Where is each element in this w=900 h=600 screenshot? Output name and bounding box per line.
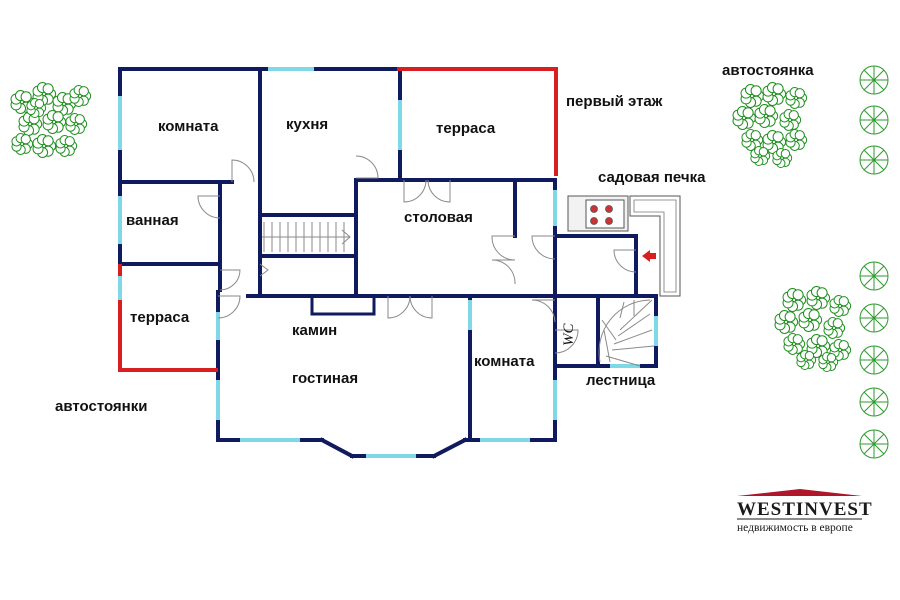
tree-icon bbox=[69, 84, 92, 108]
arrow-icon bbox=[642, 250, 656, 262]
logo-tagline: недвижимость в европе bbox=[737, 522, 853, 534]
logo-name: WESTINVEST bbox=[737, 499, 873, 520]
tree-icon bbox=[818, 351, 839, 373]
tree-icon bbox=[859, 345, 889, 375]
tree-icon bbox=[42, 110, 67, 134]
garden-stove bbox=[567, 195, 681, 297]
tree-icon bbox=[859, 429, 889, 459]
tree-icon bbox=[32, 134, 57, 158]
label-bathroom: ванная bbox=[126, 212, 179, 229]
westinvest-logo: WESTINVEST недвижимость в европе bbox=[737, 489, 873, 534]
tree-icon bbox=[798, 308, 823, 332]
tree-column-top bbox=[859, 65, 889, 175]
roof-icon bbox=[737, 489, 862, 496]
tree-icon bbox=[750, 145, 771, 167]
tree-icon bbox=[859, 145, 889, 175]
label-first-floor: первый этаж bbox=[566, 93, 663, 110]
tree-icon bbox=[11, 132, 34, 156]
tree-icon bbox=[806, 286, 831, 310]
tree-cluster-top-right bbox=[732, 82, 808, 169]
tree-icon bbox=[52, 92, 77, 116]
tree-icon bbox=[796, 349, 817, 371]
tree-icon bbox=[732, 106, 757, 130]
tree-icon bbox=[785, 86, 808, 110]
label-room-right: комната bbox=[474, 353, 535, 370]
label-room-top-left: комната bbox=[158, 118, 219, 135]
tree-icon bbox=[762, 82, 787, 106]
tree-cluster-left bbox=[10, 82, 92, 158]
tree-icon bbox=[859, 105, 889, 135]
tree-icon bbox=[55, 134, 78, 158]
label-terrace-left: терраса bbox=[130, 309, 190, 326]
tree-icon bbox=[785, 128, 808, 152]
tree-icon bbox=[779, 108, 802, 132]
label-dining: столовая bbox=[404, 209, 473, 226]
label-terrace-top: терраса bbox=[436, 120, 496, 137]
label-stairs: лестница bbox=[586, 372, 656, 389]
label-living: гостиная bbox=[292, 370, 358, 387]
label-kitchen: кухня bbox=[286, 116, 328, 133]
windows bbox=[118, 67, 658, 458]
tree-icon bbox=[823, 316, 846, 340]
tree-column-right bbox=[859, 261, 889, 459]
label-fireplace: камин bbox=[292, 322, 337, 339]
tree-icon bbox=[772, 147, 793, 169]
tree-icon bbox=[762, 130, 787, 154]
tree-icon bbox=[774, 310, 799, 334]
spiral-staircase bbox=[598, 299, 655, 367]
tree-cluster-right bbox=[774, 286, 852, 373]
label-parking-top: автостоянка bbox=[722, 62, 814, 79]
tree-icon bbox=[65, 112, 88, 136]
tree-icon bbox=[783, 332, 806, 356]
tree-icon bbox=[18, 112, 43, 136]
tree-icon bbox=[26, 97, 47, 119]
tree-icon bbox=[859, 387, 889, 417]
tree-icon bbox=[754, 104, 779, 128]
label-garden-stove: садовая печка bbox=[598, 169, 706, 186]
label-parking-left: автостоянки bbox=[55, 398, 147, 415]
tree-icon bbox=[859, 65, 889, 95]
tree-icon bbox=[782, 288, 807, 312]
tree-icon bbox=[829, 338, 852, 362]
tree-icon bbox=[829, 294, 852, 318]
tree-icon bbox=[859, 261, 889, 291]
tree-icon bbox=[859, 303, 889, 333]
doors bbox=[197, 155, 637, 354]
tree-icon bbox=[740, 84, 765, 108]
label-wc: WC bbox=[561, 323, 577, 346]
